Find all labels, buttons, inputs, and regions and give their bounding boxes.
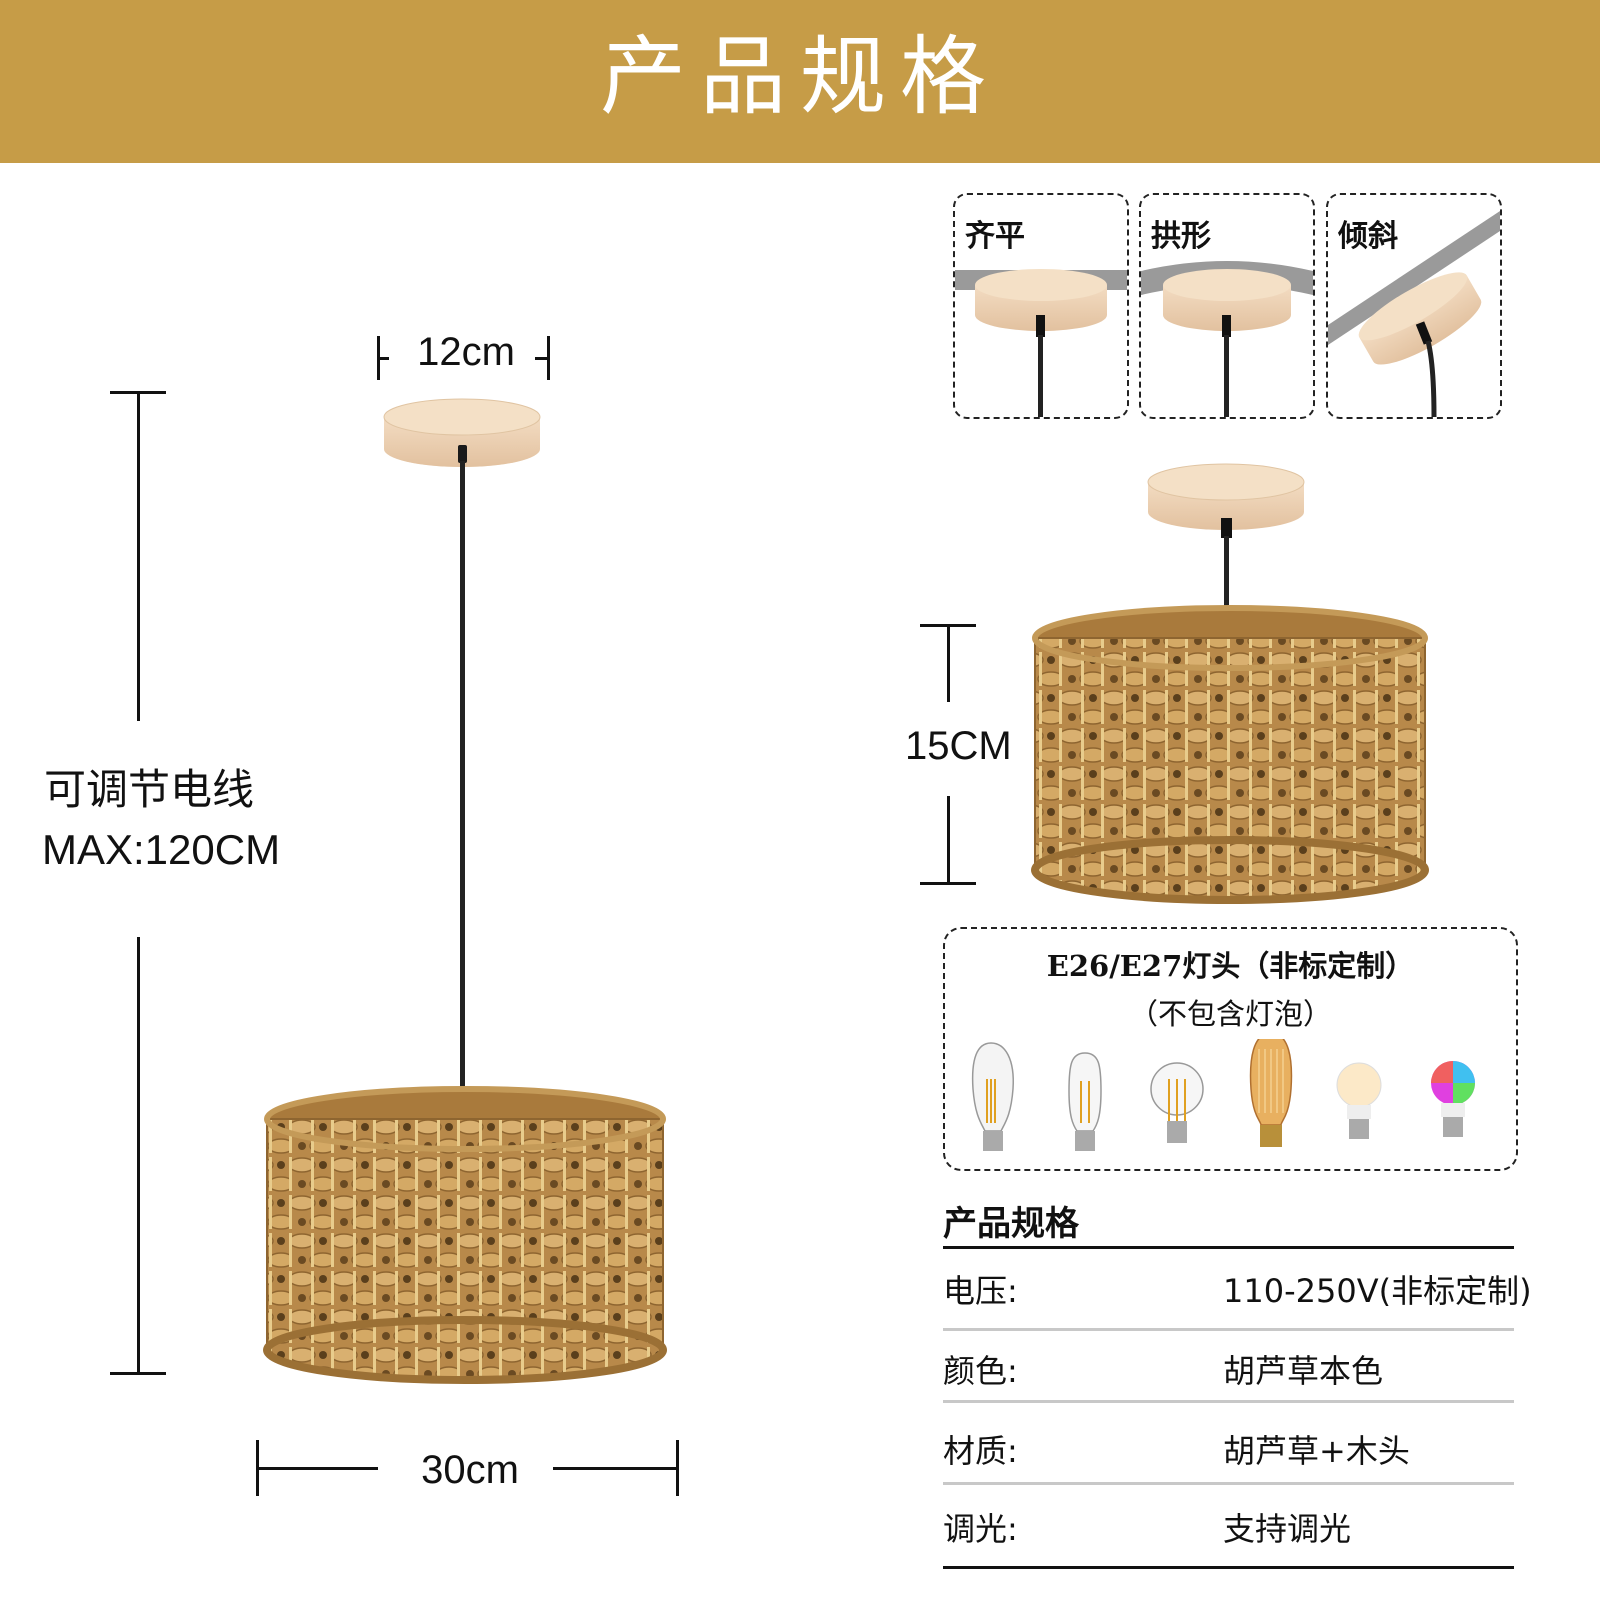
spec-value-material: 胡芦草+木头 [1223,1432,1410,1470]
flat-canopy-icon [975,269,1107,417]
cord-adjustable-label: 可调节电线 [44,766,255,813]
canopy-width-label: 12cm [417,330,515,374]
spec-key-voltage: 电压: [943,1272,1018,1310]
shade-width-left-line [256,1467,378,1470]
led-bulb-icon [1336,1062,1382,1139]
cord-max-label: MAX:120CM [42,826,281,873]
mount-type-flat: 齐平 [953,193,1129,419]
cord-line-top [137,391,140,721]
st64-bulb-icon [971,1042,1014,1151]
spec-key-color: 颜色: [943,1352,1018,1390]
cord-bottom-tick [110,1372,166,1375]
shade-height-label: 15CM [905,724,1012,768]
shade-width-label: 30cm [421,1448,519,1492]
mount-label-flat: 齐平 [965,219,1025,254]
mount-type-arched: 拱形 [1139,193,1315,419]
arched-canopy-icon [1141,261,1313,417]
bulb-not-included-note: （不包含灯泡） [1128,997,1332,1031]
a19-bulb-icon [1150,1062,1204,1143]
canopy-width-right-tick [547,336,550,380]
shade-height-top-tick [920,624,976,627]
specs-bottom-rule [943,1566,1514,1569]
sloped-canopy-icon [1328,211,1500,417]
shade-width-right-tick [676,1440,679,1496]
spec-key-material: 材质: [943,1432,1018,1470]
specs-top-rule [943,1246,1514,1249]
mount-type-sloped: 倾斜 [1326,193,1502,419]
spec-value-voltage: 110-250V(非标定制) [1223,1272,1532,1310]
shade-height-bottom-tick [920,882,976,885]
t45-bulb-icon [1068,1052,1102,1151]
specs-heading: 产品规格 [943,1204,1079,1244]
shade-height-line-bottom [947,796,950,882]
mount-label-sloped: 倾斜 [1338,219,1398,254]
banner-title: 产品规格 [600,27,1000,127]
spec-value-color: 胡芦草本色 [1223,1352,1384,1390]
shade-width-right-line [553,1467,677,1470]
spec-key-dimming: 调光: [943,1510,1018,1548]
header-banner [0,0,1600,163]
spec-value-dimming: 支持调光 [1223,1510,1352,1548]
spec-divider [943,1400,1514,1403]
shade-side-illustration [1031,463,1429,904]
bulb-socket-title: E26/E27灯头（非标定制） [1046,949,1415,983]
spec-divider [943,1328,1514,1331]
spec-divider [943,1482,1514,1485]
shade-height-line-top [947,626,950,702]
mount-label-arched: 拱形 [1151,219,1211,254]
canopy-width-left-arm [377,357,389,360]
main-lamp-illustration [263,398,667,1384]
rgb-bulb-icon [1431,1061,1475,1137]
cord-line-bottom [137,937,140,1374]
bulb-icons-row [971,1039,1475,1151]
canopy-width-right-arm [535,357,547,360]
vintage-bulb-icon [1249,1039,1293,1147]
bulb-info-box: E26/E27灯头（非标定制） （不包含灯泡） [943,927,1518,1171]
